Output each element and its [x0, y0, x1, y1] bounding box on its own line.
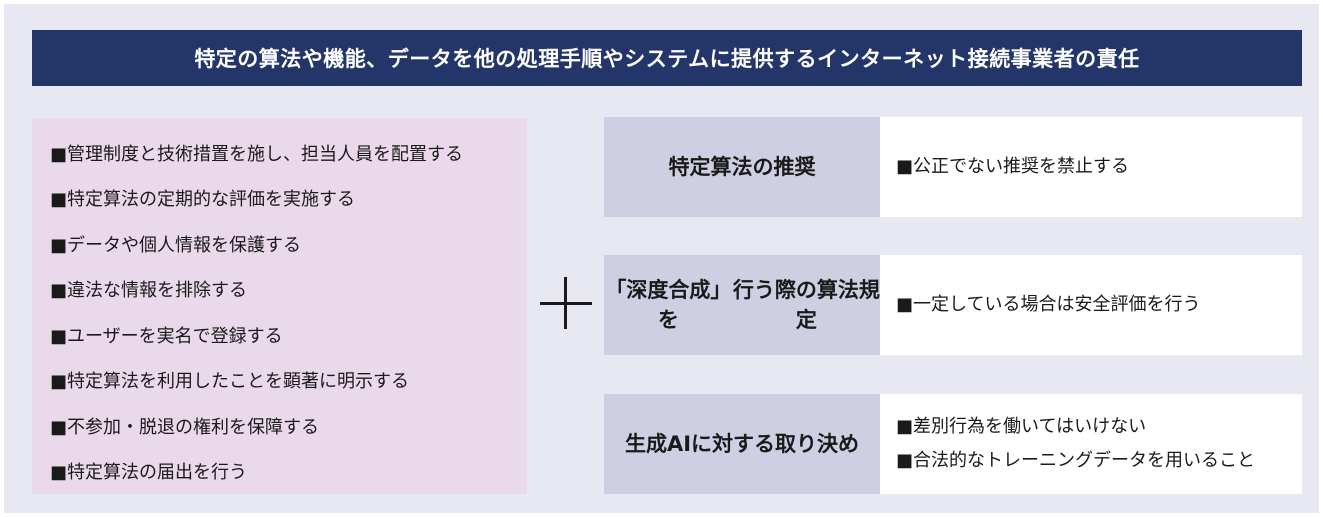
rule-row-label-line: 生成AIに対する [624, 431, 776, 456]
rule-row-label: 特定算法の推奨 [604, 117, 880, 217]
plus-icon [540, 277, 592, 329]
rule-row-label: 「深度合成」を 行う際の算法規定 [604, 255, 880, 355]
rule-row-generative-ai: 生成AIに対する 取り決め ■差別行為を働いてはいけない ■合法的なトレーニング… [604, 394, 1302, 494]
diagram-title: 特定の算法や機能、データを他の処理手順やシステムに提供するインターネット接続事業… [32, 30, 1302, 86]
obligation-item: ■違法な情報を排除する [50, 280, 248, 302]
rule-row-label: 生成AIに対する 取り決め [604, 394, 880, 494]
obligation-item: ■特定算法の届出を行う [50, 462, 248, 484]
rule-row-recommendation: 特定算法の推奨 ■公正でない推奨を禁止する [604, 117, 1302, 217]
obligation-item: ■特定算法の定期的な評価を実施する [50, 189, 356, 211]
rule-row-label-line: 行う際の算法規定 [732, 277, 880, 332]
obligation-item: ■データや個人情報を保護する [50, 234, 302, 256]
obligation-item: ■ユーザーを実名で登録する [50, 325, 283, 347]
rule-row-content: ■公正でない推奨を禁止する [880, 117, 1302, 217]
rule-item: ■公正でない推奨を禁止する [896, 156, 1130, 177]
rule-row-label-line: 取り決め [775, 431, 860, 456]
rule-row-deep-synthesis: 「深度合成」を 行う際の算法規定 ■一定している場合は安全評価を行う [604, 255, 1302, 355]
rule-item: ■合法的なトレーニングデータを用いること [896, 450, 1256, 471]
obligation-item: ■特定算法を利用したことを顕著に明示する [50, 371, 410, 393]
obligation-item: ■管理制度と技術措置を施し、担当人員を配置する [50, 143, 464, 165]
rule-item: ■差別行為を働いてはいけない [896, 416, 1147, 437]
rule-item: ■一定している場合は安全評価を行う [896, 294, 1201, 315]
rule-row-content: ■一定している場合は安全評価を行う [880, 255, 1302, 355]
rule-row-content: ■差別行為を働いてはいけない ■合法的なトレーニングデータを用いること [880, 394, 1302, 494]
obligations-panel: ■管理制度と技術措置を施し、担当人員を配置する ■特定算法の定期的な評価を実施す… [32, 118, 527, 494]
obligation-item: ■不参加・脱退の権利を保障する [50, 416, 320, 438]
rule-row-label-line: 特定算法の推奨 [668, 154, 816, 179]
rule-row-label-line: 「深度合成」を [605, 277, 732, 332]
